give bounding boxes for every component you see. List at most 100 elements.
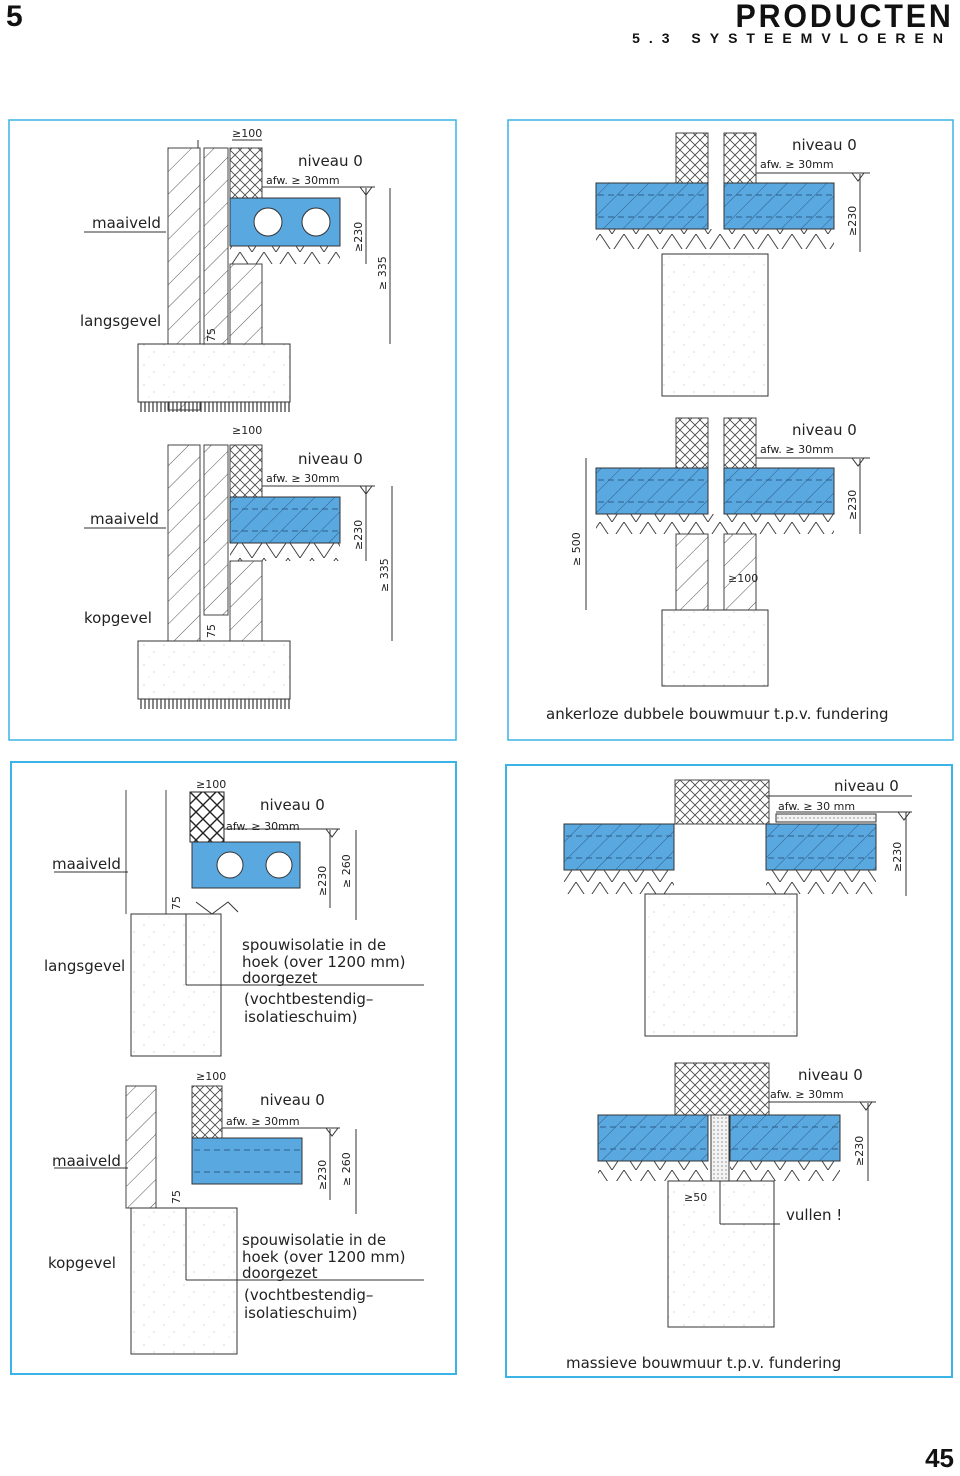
label-ge100: ≥100 xyxy=(728,572,758,585)
foundation-beam xyxy=(661,253,769,397)
slab-left xyxy=(595,182,709,230)
label-afwijking: afw. ≥ 30mm xyxy=(770,1088,844,1101)
note-line-3: doorgezet xyxy=(242,969,318,987)
label-gevel: langsgevel xyxy=(44,957,125,975)
foundation-beam xyxy=(644,893,798,1037)
dim-230: ≥230 xyxy=(316,866,329,896)
label-afwijking: afw. ≥ 30mm xyxy=(266,174,340,187)
cavity-wall xyxy=(203,147,229,345)
inner-leaf-block xyxy=(229,444,263,498)
label-ge50: ≥50 xyxy=(684,1191,707,1204)
caption-massieve: massieve bouwmuur t.p.v. fundering xyxy=(566,1354,841,1372)
solid-slab xyxy=(191,1137,303,1185)
dim-75: 75 xyxy=(170,1190,183,1204)
ground-hatch xyxy=(138,699,290,709)
dim-230: ≥230 xyxy=(846,490,859,520)
dim-230: ≥230 xyxy=(846,206,859,236)
slab-right xyxy=(765,823,877,871)
note-line-4: (vochtbestendig– xyxy=(244,1286,373,1304)
wall-block-right xyxy=(723,417,757,469)
hollowcore-void xyxy=(253,207,283,237)
hollowcore-void xyxy=(265,851,293,879)
panel-bottom-left-frame xyxy=(10,761,457,1375)
wall-block xyxy=(674,779,770,825)
section-subtitle: 5.3 SYSTEEMVLOEREN xyxy=(632,30,952,46)
crawlspace-zigzag xyxy=(596,514,834,534)
crawlspace-zigzag xyxy=(730,1161,840,1181)
label-niveau: niveau 0 xyxy=(260,1091,325,1109)
wall-block-left xyxy=(675,132,709,184)
label-ge100: ≥100 xyxy=(232,127,262,140)
outer-leaf-wall xyxy=(167,444,201,642)
label-maaiveld: maaiveld xyxy=(90,510,159,528)
detail-massive-wall-top: niveau 0 afw. ≥ 30 mm ≥230 xyxy=(563,777,912,1037)
note-line-1: spouwisolatie in de xyxy=(242,936,386,954)
dim-260: ≥ 260 xyxy=(340,1152,353,1186)
detail-massive-wall-bottom: niveau 0 afw. ≥ 30mm ≥230 ≥50 vullen ! m… xyxy=(566,1062,876,1372)
wall-block-left xyxy=(675,417,709,469)
label-maaiveld: maaiveld xyxy=(52,855,121,873)
label-niveau: niveau 0 xyxy=(834,777,899,795)
panel-top-left-frame xyxy=(8,119,457,741)
dim-230: ≥230 xyxy=(853,1136,866,1166)
label-gevel: kopgevel xyxy=(84,609,152,627)
slab-left xyxy=(597,1114,709,1162)
label-afwijking: afw. ≥ 30 mm xyxy=(778,800,855,813)
page-number: 45 xyxy=(925,1443,954,1473)
label-niveau: niveau 0 xyxy=(298,450,363,468)
note-line-5: isolatieschuim) xyxy=(244,1304,358,1322)
label-gevel: kopgevel xyxy=(48,1254,116,1272)
dim-260: ≥ 260 xyxy=(340,854,353,888)
outer-leaf-wall xyxy=(125,1085,157,1209)
detail-kopgevel-massive: ≥100 niveau 0 afw. ≥ 30mm maaiveld kopge… xyxy=(48,1070,424,1355)
wall-lower-left xyxy=(675,533,709,611)
detail-kopgevel-hollowcore: ≥100 niveau 0 afw. ≥ 30mm maaiveld kopge… xyxy=(84,424,393,709)
crawlspace-zigzag xyxy=(564,870,674,894)
detail-langsgevel-massive: ≥100 niveau 0 afw. ≥ 30mm maaiveld langs… xyxy=(44,778,424,1057)
label-niveau: niveau 0 xyxy=(792,136,857,154)
label-ge100: ≥100 xyxy=(196,1070,226,1083)
wall-block xyxy=(674,1062,770,1116)
finish-layer xyxy=(775,813,877,823)
inner-leaf-lower xyxy=(229,560,263,642)
note-line-1: spouwisolatie in de xyxy=(242,1231,386,1249)
slab-left xyxy=(563,823,675,871)
hollowcore-slab xyxy=(191,841,301,889)
label-ge100: ≥100 xyxy=(232,424,262,437)
note-line-4: (vochtbestendig– xyxy=(244,990,373,1008)
dim-230: ≥230 xyxy=(316,1160,329,1190)
slab-left xyxy=(595,467,709,515)
label-afwijking: afw. ≥ 30mm xyxy=(760,443,834,456)
page-title: PRODUCTEN xyxy=(735,0,954,34)
label-niveau: niveau 0 xyxy=(792,421,857,439)
wall-block xyxy=(189,791,225,843)
label-niveau: niveau 0 xyxy=(798,1066,863,1084)
slab-right xyxy=(723,182,835,230)
label-maaiveld: maaiveld xyxy=(52,1152,121,1170)
label-ge100: ≥100 xyxy=(196,778,226,791)
detail-double-wall-top: niveau 0 afw. ≥ 30mm ≥230 xyxy=(595,132,870,397)
crawlspace-zigzag xyxy=(230,246,340,264)
panel-top-right-frame xyxy=(507,119,954,741)
fill-joint xyxy=(710,1114,730,1182)
caption-ankerloze: ankerloze dubbele bouwmuur t.p.v. funder… xyxy=(546,705,889,723)
chapter-number: 5 xyxy=(6,0,23,33)
dim-75: 75 xyxy=(170,896,183,910)
foundation-beam xyxy=(137,640,291,700)
foundation-beam xyxy=(661,609,769,687)
crawlspace-zigzag xyxy=(766,870,876,894)
wall-block-right xyxy=(723,132,757,184)
note-line-5: isolatieschuim) xyxy=(244,1008,358,1026)
note-line-3: doorgezet xyxy=(242,1264,318,1282)
label-niveau: niveau 0 xyxy=(298,152,363,170)
dim-230: ≥230 xyxy=(891,842,904,872)
ground-hatch xyxy=(138,402,290,412)
dim-335: ≥ 335 xyxy=(378,558,391,592)
crawlspace-zigzag xyxy=(598,1161,708,1181)
detail-langsgevel-hollowcore: ≥100 niveau 0 afw. ≥ 30mm maaiveld langs… xyxy=(80,127,391,412)
label-afwijking: afw. ≥ 30mm xyxy=(266,472,340,485)
note-line-2: hoek (over 1200 mm) xyxy=(242,1248,405,1266)
detail-double-wall-bottom: niveau 0 afw. ≥ 30mm ≥230 ≥ 500 ≥100 ank… xyxy=(546,417,889,723)
hollowcore-void xyxy=(216,851,244,879)
